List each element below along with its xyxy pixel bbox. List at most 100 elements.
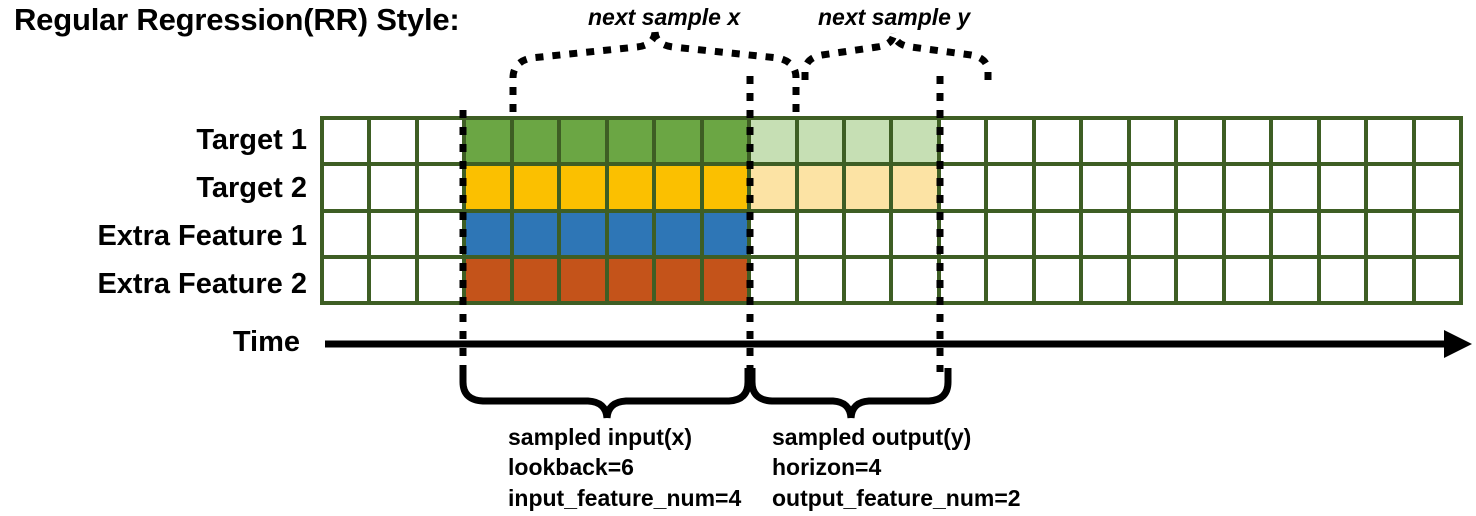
grid-cell-r1-c17 (1083, 120, 1127, 163)
grid-cell-r4-c18 (1130, 258, 1175, 301)
grid-cell-r3-c13 (893, 212, 937, 255)
grid-cell-r3-c23 (1368, 212, 1412, 255)
grid-cell-r4-c23 (1368, 258, 1412, 301)
grid-cell-r4-c13 (893, 258, 937, 301)
grid-cell-r1-c15 (988, 120, 1032, 163)
grid-cell-r4-c10 (751, 258, 795, 301)
grid-cell-r3-c11 (798, 212, 843, 255)
grid-cell-r2-c15 (988, 166, 1032, 209)
grid-cell-r4-c21 (1273, 258, 1317, 301)
grid-cell-r2-c24 (1415, 166, 1459, 209)
sampled-input-line-2: lookback=6 (508, 454, 634, 481)
row-label-time-axis: Time (232, 326, 300, 358)
grid-cell-r4-c20 (1225, 258, 1270, 301)
grid-cell-r1-c21 (1273, 120, 1317, 163)
grid-cell-r1-c1 (324, 120, 368, 163)
row-label-extra-feature-1: Extra Feature 1 (97, 220, 307, 252)
grid-cell-r4-c15 (988, 258, 1032, 301)
grid-cell-r3-c18 (1130, 212, 1175, 255)
grid-cell-r3-c16 (1035, 212, 1080, 255)
grid-cell-r2-c14 (940, 166, 985, 209)
sampled-output-line-3: output_feature_num=2 (772, 484, 1021, 511)
grid-cell-r3-c12 (846, 212, 890, 255)
grid-cell-r1-c20 (1225, 120, 1270, 163)
grid-cell-r1-c14 (940, 120, 985, 163)
grid-cell-r4-c7 (608, 258, 653, 301)
grid-cell-r3-c1 (324, 212, 368, 255)
grid-cell-r2-c7 (608, 166, 653, 209)
grid-cell-r2-c9 (703, 166, 748, 209)
grid-cell-r3-c19 (1178, 212, 1222, 255)
grid-cell-r2-c23 (1368, 166, 1412, 209)
sampled-output-line-2: horizon=4 (772, 454, 882, 481)
grid-cell-r2-c18 (1130, 166, 1175, 209)
grid-cell-r4-c17 (1083, 258, 1127, 301)
grid-cell-r3-c20 (1225, 212, 1270, 255)
sampled-output-line-1: sampled output(y) (772, 424, 972, 450)
grid-cell-r1-c4 (466, 120, 510, 163)
grid-cell-r3-c10 (751, 212, 795, 255)
grid-cell-r1-c13 (893, 120, 937, 163)
sampled-input-line-1: sampled input(x) (508, 424, 693, 450)
grid-cell-r2-c2 (371, 166, 415, 209)
grid-cell-r1-c22 (1320, 120, 1365, 163)
grid-cell-r2-c12 (846, 166, 890, 209)
brace-sampled-output (748, 368, 952, 419)
grid-cell-r4-c14 (940, 258, 985, 301)
grid-cell-r4-c4 (466, 258, 510, 301)
grid-cell-r2-c13 (893, 166, 937, 209)
grid-cell-r3-c6 (561, 212, 605, 255)
grid-cell-r1-c2 (371, 120, 415, 163)
grid-cell-r2-c20 (1225, 166, 1270, 209)
grid-cell-r4-c24 (1415, 258, 1459, 301)
grid-cell-r4-c12 (846, 258, 890, 301)
row-label-extra-feature-2: Extra Feature 2 (97, 268, 307, 300)
grid-cell-r1-c10 (751, 120, 795, 163)
grid-cell-r1-c18 (1130, 120, 1175, 163)
grid-cell-r3-c2 (371, 212, 415, 255)
grid-cell-r4-c16 (1035, 258, 1080, 301)
grid-cell-r1-c24 (1415, 120, 1459, 163)
grid-cell-r1-c23 (1368, 120, 1412, 163)
grid-cell-r2-c21 (1273, 166, 1317, 209)
sampled-input-line-3: input_feature_num=4 (508, 484, 742, 511)
grid-cell-r4-c1 (324, 258, 368, 301)
grid-cell-r4-c9 (703, 258, 748, 301)
grid-cell-r1-c6 (561, 120, 605, 163)
grid-cell-r3-c3 (418, 212, 463, 255)
grid-cell-r2-c10 (751, 166, 795, 209)
page-title: Regular Regression(RR) Style: (14, 2, 460, 37)
grid-cell-r1-c12 (846, 120, 890, 163)
grid-cell-r1-c9 (703, 120, 748, 163)
grid-cell-r3-c14 (940, 212, 985, 255)
grid-cell-r1-c16 (1035, 120, 1080, 163)
time-axis-arrow (325, 330, 1472, 358)
grid-cell-r2-c17 (1083, 166, 1127, 209)
grid-cell-r3-c17 (1083, 212, 1127, 255)
grid-cell-r2-c8 (656, 166, 700, 209)
grid-cell-r1-c5 (513, 120, 558, 163)
grid-cell-r4-c6 (561, 258, 605, 301)
row-label-target-2: Target 2 (196, 172, 307, 204)
grid-cell-r3-c4 (466, 212, 510, 255)
grid-cell-r2-c11 (798, 166, 843, 209)
grid-cell-r2-c6 (561, 166, 605, 209)
grid-cell-r2-c16 (1035, 166, 1080, 209)
grid-cell-r3-c9 (703, 212, 748, 255)
grid-cell-r2-c3 (418, 166, 463, 209)
grid-cell-r2-c1 (324, 166, 368, 209)
grid-cell-r1-c3 (418, 120, 463, 163)
row-label-target-1: Target 1 (196, 124, 307, 156)
grid-cell-r4-c11 (798, 258, 843, 301)
grid-cell-r3-c15 (988, 212, 1032, 255)
grid-cell-r2-c4 (466, 166, 510, 209)
grid-cell-r1-c19 (1178, 120, 1222, 163)
grid-cell-r3-c24 (1415, 212, 1459, 255)
grid-cell-r4-c5 (513, 258, 558, 301)
grid-cell-r4-c22 (1320, 258, 1365, 301)
grid-cell-r4-c3 (418, 258, 463, 301)
grid-cell-r1-c11 (798, 120, 843, 163)
grid-cell-r3-c7 (608, 212, 653, 255)
sampled-output-annotation: sampled output(y) horizon=4 output_featu… (772, 422, 1021, 513)
next-sample-y-label: next sample y (818, 4, 971, 30)
